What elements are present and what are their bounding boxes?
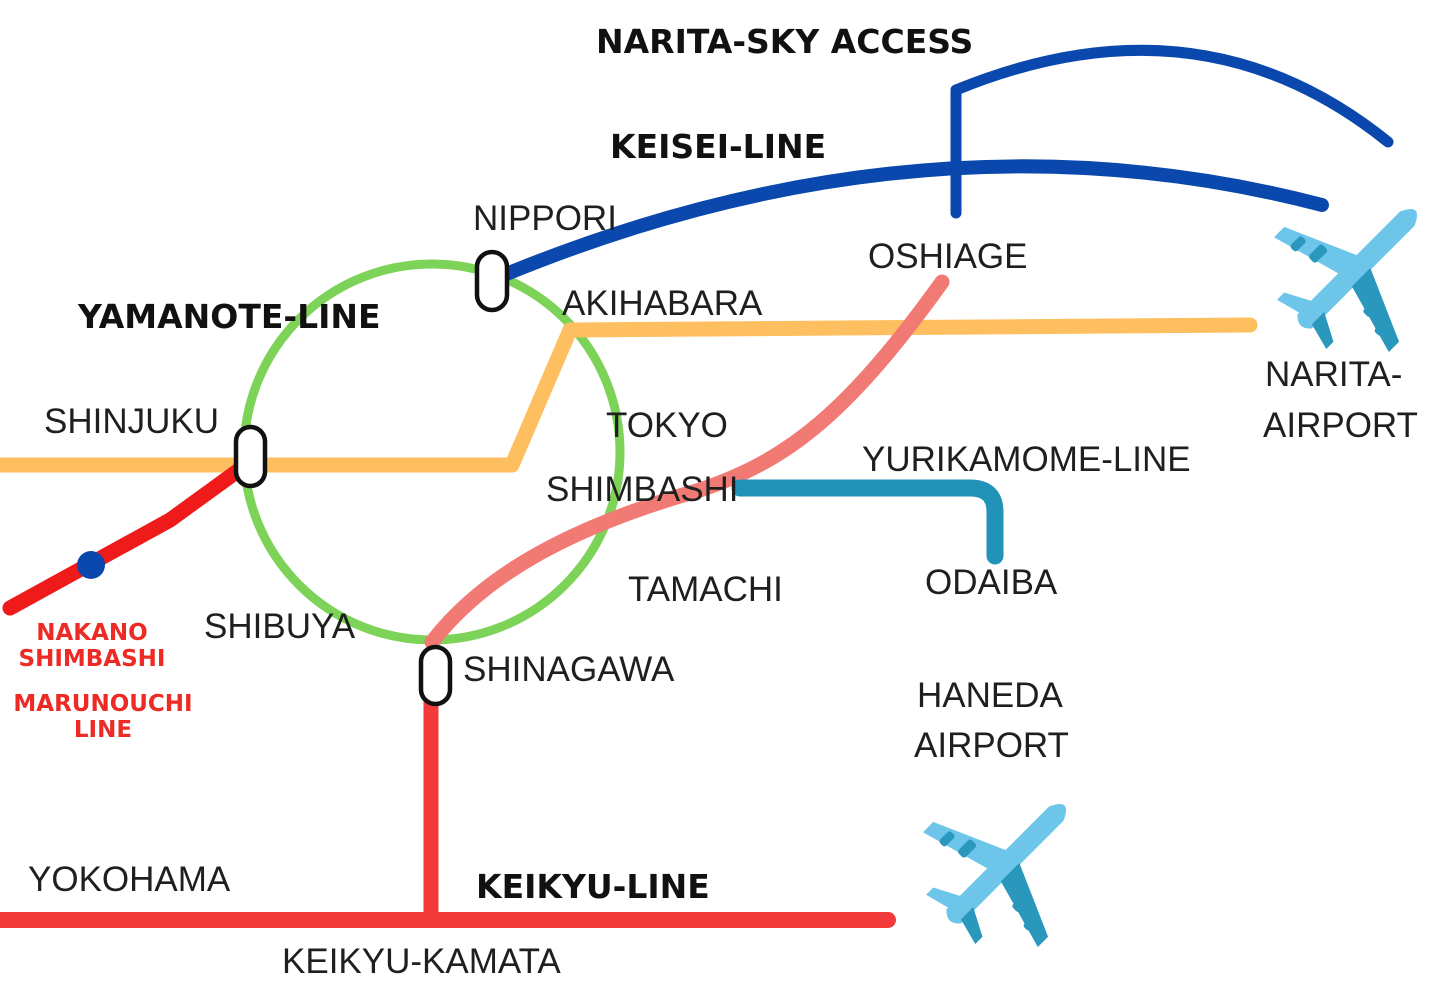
station-label-yokohama: YOKOHAMA	[28, 860, 231, 899]
station-label-shimbashi: SHIMBASHI	[546, 470, 739, 509]
station-label-tokyo: TOKYO	[606, 406, 728, 445]
keisei-line	[485, 159, 1329, 287]
yurikamome-line	[731, 479, 1004, 565]
keisei-line-label: KEISEI-LINE	[610, 127, 826, 166]
nippori-transfer-marker	[474, 249, 510, 313]
station-label-shibuya: SHIBUYA	[204, 607, 356, 646]
yurikamome-line-label: YURIKAMOME-LINE	[862, 440, 1191, 479]
nakano-shimbashi-label-line1: NAKANO	[36, 620, 147, 646]
haneda-airport-label-line2: AIRPORT	[914, 726, 1069, 765]
keikyu-line-label: KEIKYU-LINE	[476, 867, 710, 906]
station-label-oshiage: OSHIAGE	[868, 237, 1027, 276]
nakano-shimbashi-station-dot	[77, 551, 105, 579]
shinagawa-transfer-marker	[418, 644, 453, 707]
marunouchi-line-label-line1: MARUNOUCHI	[13, 691, 192, 717]
narita-airport-label-line2: AIRPORT	[1263, 406, 1418, 445]
narita-sky-access-label: NARITA-SKY ACCESS	[596, 22, 973, 61]
station-label-shinjuku: SHINJUKU	[44, 402, 219, 441]
nakano-shimbashi-label-line2: SHIMBASHI	[19, 646, 166, 672]
station-label-keikyu-kamata: KEIKYU-KAMATA	[282, 942, 561, 981]
station-label-tamachi: TAMACHI	[628, 570, 783, 609]
narita-sky-access-line	[950, 44, 1394, 219]
marunouchi-line-label-line2: LINE	[74, 717, 132, 743]
haneda-airport-label-line1: HANEDA	[917, 676, 1064, 715]
station-label-shinagawa: SHINAGAWA	[463, 650, 675, 689]
shinjuku-transfer-marker	[233, 424, 268, 489]
haneda-airplane-icon	[922, 803, 1067, 948]
station-label-akihabara: AKIHABARA	[562, 284, 763, 323]
narita-airport-label-line1: NARITA-	[1265, 355, 1402, 394]
narita-airplane-icon	[1273, 208, 1418, 353]
asakusa-line	[424, 274, 950, 650]
yamanote-line-label: YAMANOTE-LINE	[77, 297, 381, 336]
station-label-odaiba: ODAIBA	[925, 563, 1058, 602]
station-label-nippori: NIPPORI	[473, 199, 617, 238]
marunouchi-line	[2, 454, 258, 616]
